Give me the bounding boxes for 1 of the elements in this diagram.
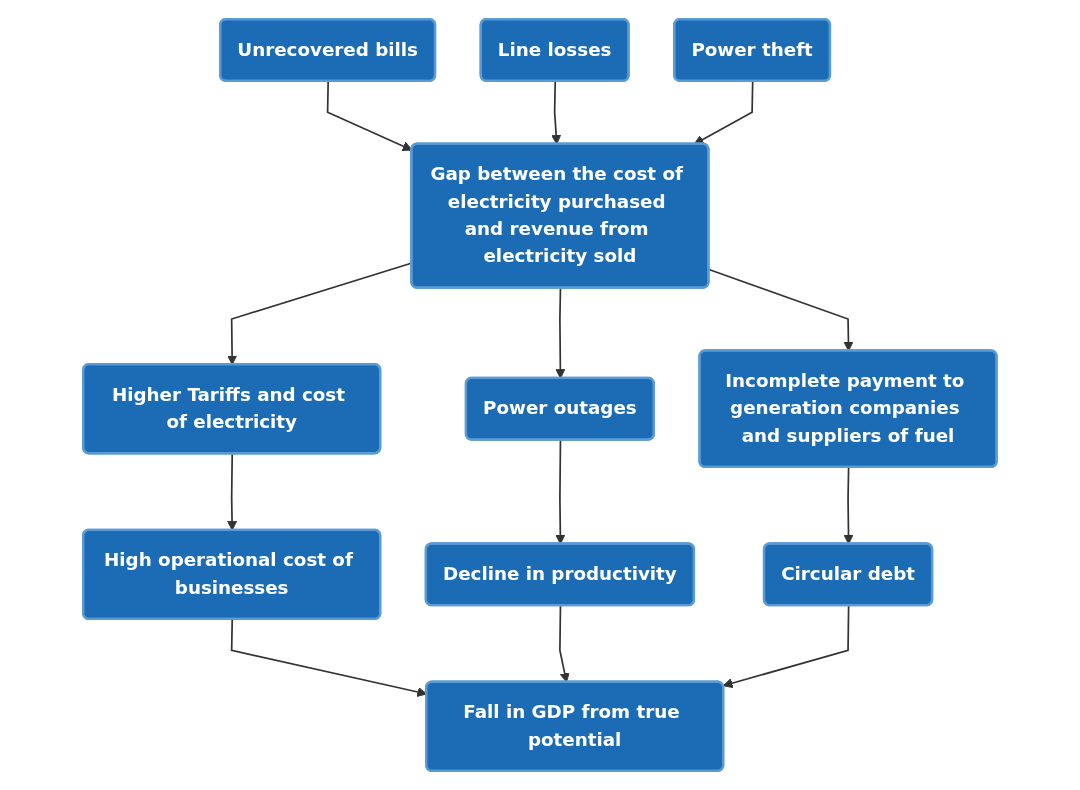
arrow — [326, 80, 413, 151]
